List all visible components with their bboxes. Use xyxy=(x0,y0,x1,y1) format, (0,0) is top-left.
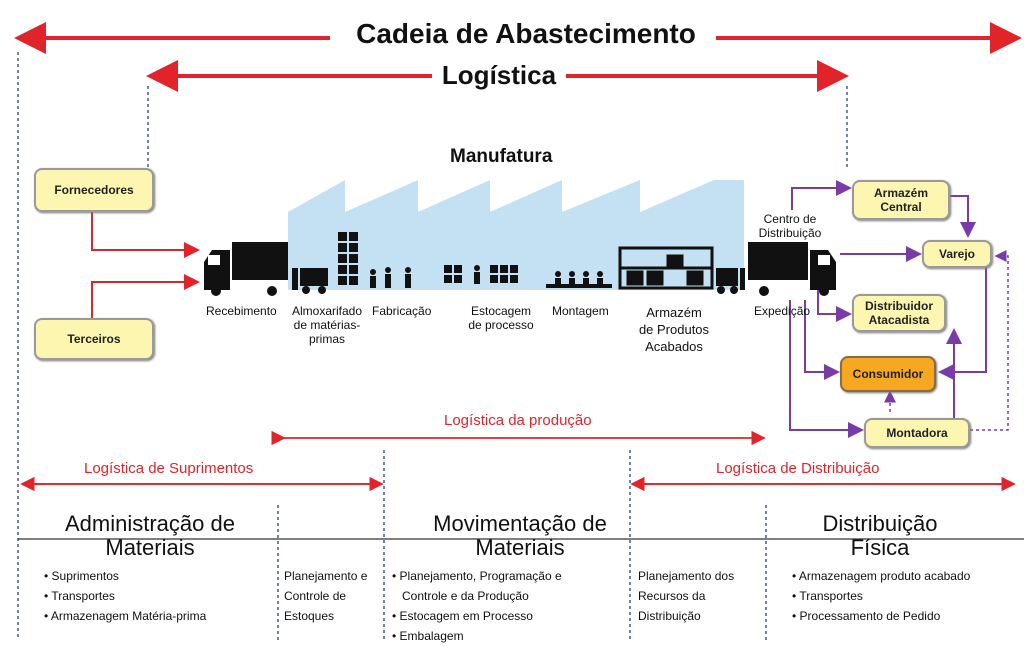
planning-stock-text: Planejamento e Controle de Estoques xyxy=(284,569,368,623)
list-item: Controle e da Produção xyxy=(402,589,529,603)
wip-storage-icon xyxy=(444,265,518,284)
receiving-truck-icon xyxy=(204,242,288,296)
forklift-icon xyxy=(292,268,328,294)
retail-box: Varejo xyxy=(922,240,992,268)
assembly-label: Montagem xyxy=(552,304,609,318)
central-warehouse-box: Armazém Central xyxy=(852,180,950,220)
shipping-truck-icon xyxy=(748,242,836,296)
wip-storage-label: Estocagem de processo xyxy=(468,304,534,332)
dc-label: Centro de Distribuição xyxy=(758,212,822,240)
materials-admin-list: • Suprimentos • Transportes • Armazenage… xyxy=(44,566,206,626)
materials-admin-heading: Administração de Materiais xyxy=(65,511,235,560)
pallet-stack-icon xyxy=(338,232,358,285)
finished-goods-label: Armazém de Produtos Acabados xyxy=(638,305,710,354)
raw-warehouse-label: Almoxarifado de matérias-primas xyxy=(291,304,363,346)
distribution-logistics-label: Logística de Distribuição xyxy=(716,460,880,477)
receiving-label: Recebimento xyxy=(206,304,277,318)
finished-goods-rack-icon xyxy=(618,246,714,290)
suppliers-box: Fornecedores xyxy=(34,168,154,212)
list-item: • Suprimentos xyxy=(44,569,119,583)
logistics-title: Logística xyxy=(432,60,566,90)
dashed-guides xyxy=(17,52,848,640)
assembly-line-icon xyxy=(546,271,612,288)
fabrication-workers-icon xyxy=(370,267,411,288)
third-party-arrow xyxy=(91,274,200,322)
list-item: • Processamento de Pedido xyxy=(792,609,941,623)
list-item: • Armazenagem produto acabado xyxy=(792,569,971,583)
third-parties-box: Terceiros xyxy=(34,318,154,360)
list-item: • Planejamento, Programação e xyxy=(392,569,562,583)
forklift-icon-2 xyxy=(716,268,745,294)
supply-chain-title: Cadeia de Abastecimento xyxy=(336,18,716,50)
consumer-box: Consumidor xyxy=(840,356,936,392)
physical-distribution-heading: Distribuição Física xyxy=(822,511,938,560)
list-item: • Transportes xyxy=(792,589,863,603)
distribution-flows xyxy=(789,180,987,438)
physical-dist-list: • Armazenagem produto acabado • Transpor… xyxy=(792,566,970,626)
list-item: • Estocagem em Processo xyxy=(392,609,533,623)
factory-silhouette xyxy=(288,180,744,290)
supply-logistics-label: Logística de Suprimentos xyxy=(84,460,254,477)
wholesale-box: Distribuidor Atacadista xyxy=(852,294,946,332)
materials-handling-list: • Planejamento, Programação e Controle e… xyxy=(392,566,562,646)
fabrication-label: Fabricação xyxy=(372,304,432,318)
list-item: • Embalagem xyxy=(392,629,464,643)
list-item: • Armazenagem Matéria-prima xyxy=(44,609,207,623)
shipping-label: Expedição xyxy=(754,304,811,318)
supplier-arrow xyxy=(91,210,200,258)
manufacturing-title: Manufatura xyxy=(450,146,553,167)
production-logistics-label: Logística da produção xyxy=(444,412,592,429)
dashed-return-flows xyxy=(884,250,1009,431)
assembler-box: Montadora xyxy=(864,418,970,448)
list-item: • Transportes xyxy=(44,589,115,603)
materials-handling-heading: Movimentação de Materiais xyxy=(433,511,607,560)
planning-dist-text: Planejamento dos Recursos da Distribuiçã… xyxy=(638,569,735,623)
